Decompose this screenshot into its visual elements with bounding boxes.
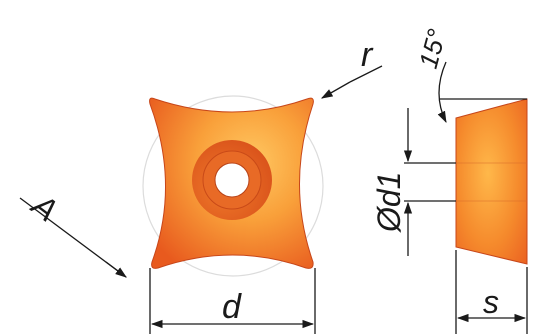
- label-a-edge: A: [24, 186, 64, 229]
- label-d-width: d: [222, 288, 242, 326]
- dimension-lines: [19, 61, 528, 334]
- label-d1-diameter: Ød1: [371, 172, 407, 233]
- insert-side-view: [455, 98, 528, 265]
- label-r: r: [361, 36, 374, 74]
- side-hole-line: [456, 162, 527, 202]
- center-hole: [214, 162, 250, 198]
- label-15-degrees: 15°: [413, 26, 452, 72]
- guide-circle: [142, 95, 324, 277]
- label-s-thickness: s: [483, 284, 499, 320]
